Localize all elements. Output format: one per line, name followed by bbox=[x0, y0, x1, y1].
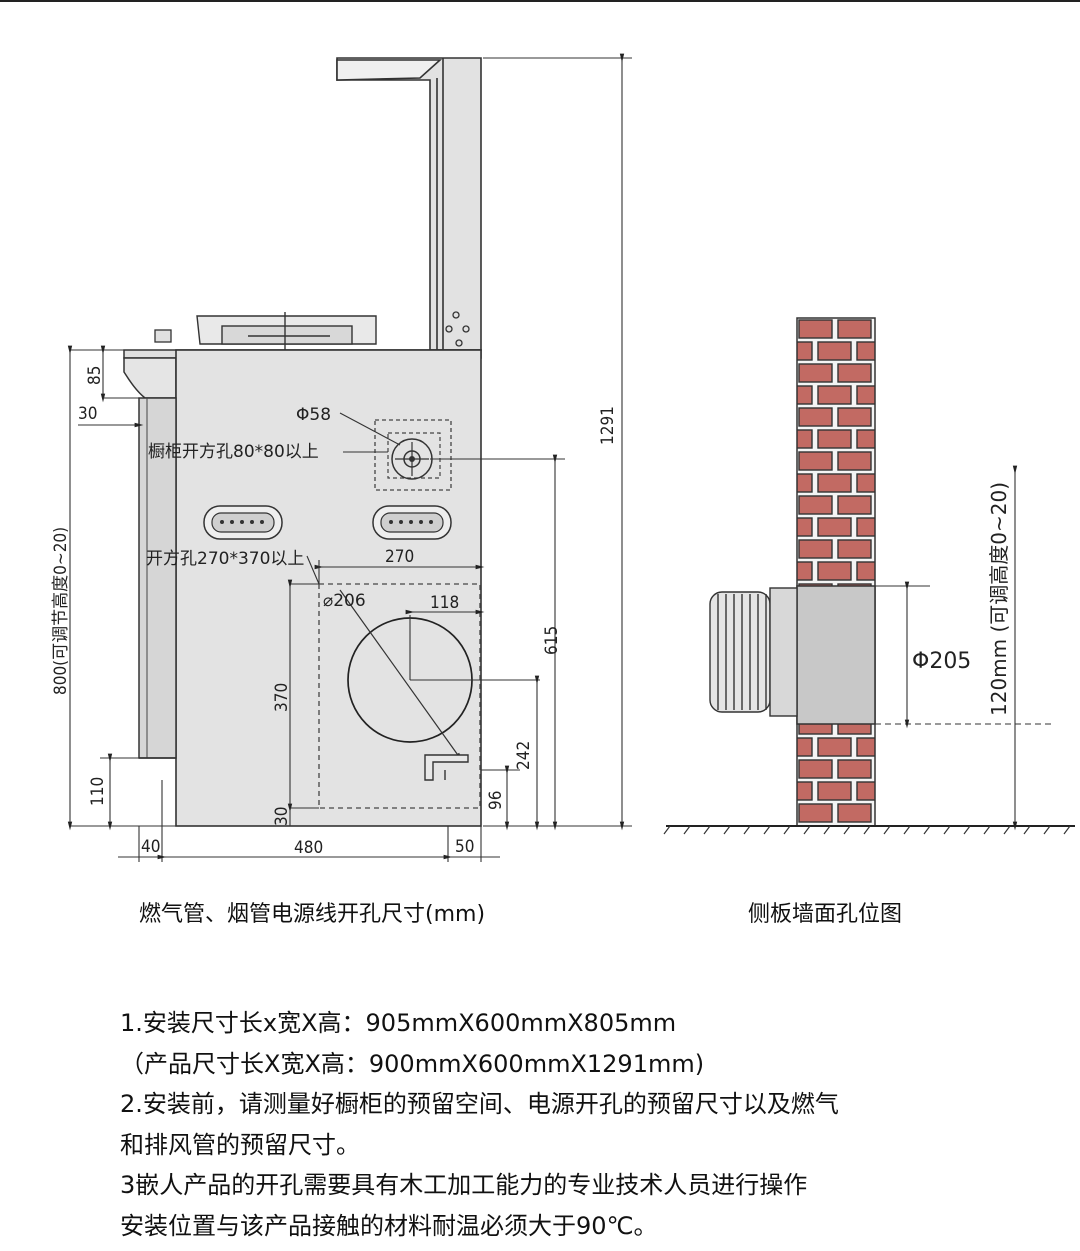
dim-242: 242 bbox=[514, 741, 534, 770]
note-line: （产品尺寸长X宽X高：900mmX600mmX1291mm) bbox=[120, 1049, 705, 1078]
dim-30-bottom: 30 bbox=[272, 807, 292, 826]
dim-270: 270 bbox=[385, 547, 414, 567]
dim-800: 800(可调节高度0~20) bbox=[51, 527, 71, 695]
flex-duct-icon bbox=[709, 587, 798, 717]
right-caption: 侧板墙面孔位图 bbox=[748, 902, 902, 927]
wall-hole-diagram: Φ205 120mm (可调高度0~20) 侧板墙面孔位图 bbox=[663, 317, 1075, 927]
dim-85: 85 bbox=[85, 366, 105, 385]
hood-column bbox=[336, 57, 482, 351]
note-line: 和排风管的预留尺寸。 bbox=[120, 1130, 360, 1159]
installation-notes: 1.安装尺寸长x宽X高：905mmX600mmX805mm （产品尺寸长X宽X高… bbox=[120, 1003, 1020, 1246]
note-line: 1.安装尺寸长x宽X高：905mmX600mmX805mm bbox=[120, 1009, 677, 1037]
label-square-hole-270-370: 开方孔270*370以上 bbox=[146, 549, 304, 569]
left-caption: 燃气管、烟管电源线开孔尺寸(mm) bbox=[139, 902, 485, 927]
dim-110: 110 bbox=[88, 777, 108, 806]
note-line: 3嵌人产品的开孔需要具有木工加工能力的专业技术人员进行操作 bbox=[120, 1171, 808, 1199]
dim-370: 370 bbox=[272, 683, 292, 712]
label-cabinet-square-hole: 橱柜开方孔80*80以上 bbox=[148, 442, 319, 462]
dim-1291: 1291 bbox=[598, 406, 618, 445]
note-line: 2.安装前，请测量好橱柜的预留空间、电源开孔的预留尺寸以及燃气 bbox=[120, 1090, 839, 1118]
dim-615: 615 bbox=[542, 626, 562, 655]
dim-30: 30 bbox=[78, 404, 97, 424]
square-hole-outline bbox=[318, 583, 481, 809]
stove-body bbox=[175, 349, 482, 827]
cabinet-door-edge bbox=[138, 397, 177, 759]
burner-icon bbox=[196, 312, 377, 352]
dim-118: 118 bbox=[430, 593, 459, 613]
dim-96: 96 bbox=[486, 791, 506, 810]
brick-wall bbox=[796, 317, 876, 827]
dim-40: 40 bbox=[141, 837, 160, 857]
label-vent-hole: ⌀206 bbox=[323, 591, 366, 611]
installation-diagrams: 1291 615 242 96 800(可调节高度0~20) 85 30 110… bbox=[0, 0, 1080, 927]
stove-side-diagram: 1291 615 242 96 800(可调节高度0~20) 85 30 110… bbox=[51, 53, 632, 927]
note-line: 安装位置与该产品接触的材料耐温必须大于90℃。 bbox=[120, 1211, 658, 1240]
label-pipe-diameter: Φ205 bbox=[912, 649, 971, 674]
dim-50: 50 bbox=[455, 837, 474, 857]
label-height-note: 120mm (可调高度0~20) bbox=[987, 482, 1011, 716]
dim-480: 480 bbox=[294, 838, 323, 858]
label-gas-hole: Φ58 bbox=[296, 405, 331, 425]
wall-hole bbox=[796, 585, 876, 725]
